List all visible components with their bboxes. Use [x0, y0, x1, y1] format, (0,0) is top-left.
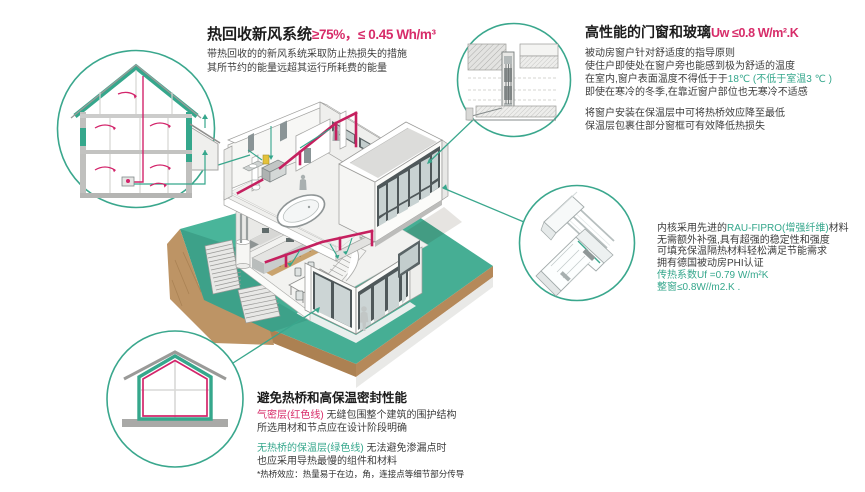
windows-title: 高性能的门窗和玻璃Uw ≤0.8 W/m².K [585, 22, 832, 42]
text-line6-green: 整窗≤0.8W//m2.K . [657, 281, 741, 293]
text-line4: 拥有德国被动房PHI认证 [657, 258, 764, 270]
text-line2: 其所节约的能量远超其运行所耗费的能量 [207, 63, 387, 74]
text-line5-green: 传热系数Uf =0.79 W/m²K [657, 269, 769, 281]
text-line3-green: 18℃ (不低于室温3 ℃ ) [727, 74, 832, 85]
mvhr-unit [261, 154, 287, 183]
text-line5: 将窗户安装在保温层中可将热桥效应降至最低 [585, 108, 785, 119]
thermal-bridge-block: 避免热桥和高保温密封性能 气密层(红色线) 无缝包围整个建筑的围护结构 所选用材… [257, 387, 464, 481]
text-line1-b: 材料 [828, 223, 849, 234]
upper-staircase [204, 239, 242, 295]
text-title: 高性能的门窗和玻璃 [585, 24, 711, 40]
circle-window-profile [518, 184, 636, 302]
text-line2: 使住户即使处在窗户旁也能感到极为舒适的温度 [585, 61, 795, 72]
text-line2: 无需额外补强,具有超强的稳定性和强度 [657, 234, 830, 246]
text-line3-black: 无法避免渗漏点时 [363, 442, 447, 454]
profile-block: 内核采用先进的RAU-FIPRO(增强纤维)材料 无需额外补强,具有超强的稳定性… [657, 223, 849, 293]
heat-recovery-body: 带热回收的的新风系统采取防止热损失的措施 其所节约的能量远超其运行所耗费的能量 [207, 48, 436, 76]
text-title: 避免热桥和高保温密封性能 [257, 391, 408, 405]
bathtub [276, 194, 326, 228]
lower-staircase [237, 282, 281, 324]
profile-body: 内核采用先进的RAU-FIPRO(增强纤维)材料 无需额外补强,具有超强的稳定性… [657, 223, 849, 293]
water-tank [235, 239, 251, 269]
thermal-bridge-body: 气密层(红色线) 无缝包围整个建筑的围护结构 所选用材和节点应在设计阶段明确 无… [257, 409, 464, 481]
leader-arrowheads [314, 158, 448, 314]
text-title-accent: Uw ≤0.8 W/m².K [711, 26, 799, 40]
text-line1-a: 内核采用先进的 [657, 223, 727, 234]
text-line2: 所选用材和节点应在设计阶段明确 [257, 422, 407, 434]
windows-body: 被动房窗户针对舒适度的指导原则 使住户即使处在窗户旁也能感到极为舒适的温度 在室… [585, 47, 832, 133]
house-section [70, 63, 221, 198]
text-line6: 保温层包裹住部分窗框可有效降低热损失 [585, 121, 765, 132]
paragraph-spacer [257, 435, 464, 442]
text-line1: 被动房窗户针对舒适度的指导原则 [585, 48, 735, 59]
text-title: 热回收新风系统 [207, 26, 313, 43]
circle-ventilation-diagram [56, 49, 221, 209]
standing-person [360, 306, 369, 331]
windows-block: 高性能的门窗和玻璃Uw ≤0.8 W/m².K 被动房窗户针对舒适度的指导原则 … [585, 22, 832, 133]
text-line3-green: 无热桥的保温层(绿色线) [257, 442, 364, 454]
front-left-glass-wall [304, 262, 357, 335]
wing-parapet [338, 121, 443, 183]
text-footnote: *热桥效应：热量易于在边，角，连接点等细节部分传导 [257, 468, 465, 479]
flat-roof-wing [338, 121, 449, 247]
heat-recovery-title: 热回收新风系统≥75%，≤ 0.45 Wh/m³ [207, 23, 436, 44]
envelope-house-outline [122, 350, 228, 427]
duct-arrowheads [268, 155, 348, 267]
text-line4: 即使在寒冷的冬季,在靠近窗户部位也无寒冷不适感 [585, 87, 808, 98]
air-arrows [94, 91, 171, 187]
text-line1-green: RAU-FIPRO(增强纤维) [727, 223, 829, 234]
ventilation-ducts-pink [236, 111, 374, 268]
isometric-house-illustration [167, 101, 493, 388]
text-line3-black: 在室内,窗户表面温度不得低于于 [585, 74, 728, 85]
circle-window-installation-detail [456, 22, 572, 138]
window-profile-render [535, 191, 615, 297]
text-line3: 可填充保温隔热材料轻松满足节能需求 [657, 246, 827, 258]
text-line1-pink: 气密层(红色线) [257, 409, 324, 421]
heat-recovery-block: 热回收新风系统≥75%，≤ 0.45 Wh/m³ 带热回收的的新风系统采取防止热… [207, 23, 436, 76]
window-section-drawing [465, 43, 559, 121]
text-line1: 带热回收的的新风系统采取防止热损失的措施 [207, 49, 407, 60]
text-title-accent: ≥75%，≤ 0.45 Wh/m³ [312, 27, 436, 42]
text-line1-black: 无缝包围整个建筑的围护结构 [323, 409, 457, 421]
circle-thermal-envelope [106, 330, 244, 468]
wing-window-band [377, 146, 440, 227]
text-line4: 也应采用导热最慢的组件和材料 [257, 455, 397, 467]
thermal-bridge-title: 避免热桥和高保温密封性能 [257, 387, 464, 406]
paragraph-spacer [585, 99, 832, 107]
